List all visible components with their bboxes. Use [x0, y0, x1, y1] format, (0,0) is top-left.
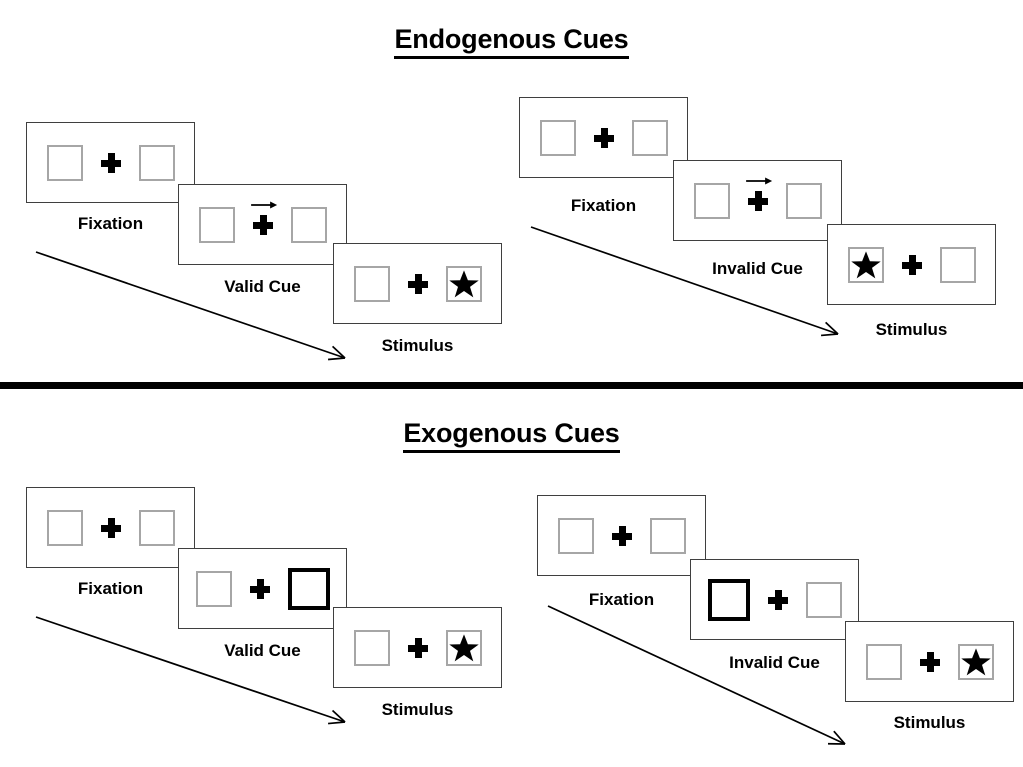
- stage-label-endogenous-valid-cue: Valid Cue: [224, 277, 301, 296]
- trial-frame-contents: [353, 265, 482, 302]
- trial-frame-endogenous-invalid-fixation: [519, 97, 688, 178]
- trial-frame-contents: [557, 517, 686, 554]
- right-placeholder-box: [785, 182, 822, 219]
- left-placeholder-box-cued: [707, 578, 750, 621]
- left-placeholder-box: [539, 119, 576, 156]
- fixation-cross-icon: [249, 578, 270, 599]
- trial-frame-contents: [865, 643, 994, 680]
- fixation-cross-icon: [250, 201, 277, 235]
- left-placeholder-box: [557, 517, 594, 554]
- left-placeholder-box: [46, 509, 83, 546]
- star-target-icon: [448, 633, 479, 661]
- stage-label-endogenous-valid-stimulus: Stimulus: [381, 336, 454, 355]
- stage-label-endogenous-invalid-cue: Invalid Cue: [712, 259, 803, 278]
- trial-frame-exogenous-invalid-cue: [690, 559, 859, 640]
- stage-label-exogenous-valid-cue: Valid Cue: [224, 641, 301, 660]
- time-flow-arrow-exogenous-invalid: [547, 605, 846, 745]
- trial-frame-contents: [693, 177, 822, 219]
- section-title-endogenous: Endogenous Cues: [0, 24, 1023, 59]
- trial-frame-exogenous-invalid-fixation: [537, 495, 706, 576]
- right-placeholder-box: [939, 246, 976, 283]
- trial-frame-endogenous-valid-cue: [178, 184, 347, 265]
- left-placeholder-box: [353, 629, 390, 666]
- left-placeholder-box: [46, 144, 83, 181]
- stage-label-endogenous-invalid-fixation: Fixation: [570, 196, 637, 215]
- left-placeholder-box: [693, 182, 730, 219]
- trial-frame-contents: [847, 246, 976, 283]
- fixation-cross-icon: [767, 589, 788, 610]
- fixation-cross-icon: [745, 177, 772, 211]
- time-flow-arrow-endogenous-invalid: [530, 226, 839, 337]
- trial-frame-exogenous-valid-fixation: [26, 487, 195, 568]
- trial-frame-endogenous-valid-stimulus: [333, 243, 502, 324]
- stage-label-exogenous-invalid-cue: Invalid Cue: [729, 653, 820, 672]
- left-placeholder-box: [195, 570, 232, 607]
- fixation-cross-icon: [100, 517, 121, 538]
- section-title-text: Exogenous Cues: [403, 418, 620, 453]
- right-placeholder-box: [649, 517, 686, 554]
- fixation-cross-icon: [901, 254, 922, 275]
- stage-label-exogenous-valid-fixation: Fixation: [77, 579, 144, 598]
- trial-frame-exogenous-valid-cue: [178, 548, 347, 629]
- star-target-icon: [448, 269, 479, 297]
- stage-label-exogenous-invalid-fixation: Fixation: [588, 590, 655, 609]
- fixation-cross-icon: [919, 651, 940, 672]
- fixation-cross-icon: [100, 152, 121, 173]
- section-divider: [0, 382, 1023, 389]
- arrow-cue-right-icon: [250, 201, 277, 208]
- trial-frame-contents: [539, 119, 668, 156]
- time-flow-arrow-exogenous-valid: [35, 616, 346, 725]
- stage-label-exogenous-valid-stimulus: Stimulus: [381, 700, 454, 719]
- left-placeholder-box: [847, 246, 884, 283]
- fixation-cross-icon: [407, 273, 428, 294]
- arrow-cue-right-icon: [745, 177, 772, 184]
- trial-frame-contents: [46, 509, 175, 546]
- section-title-exogenous: Exogenous Cues: [0, 418, 1023, 453]
- right-placeholder-box: [445, 629, 482, 666]
- trial-frame-endogenous-invalid-stimulus: [827, 224, 996, 305]
- left-placeholder-box: [865, 643, 902, 680]
- trial-frame-contents: [353, 629, 482, 666]
- star-target-icon: [960, 647, 991, 675]
- trial-frame-contents: [198, 201, 327, 243]
- right-placeholder-box: [957, 643, 994, 680]
- trial-frame-contents: [195, 567, 330, 610]
- right-placeholder-box: [445, 265, 482, 302]
- fixation-cross-icon: [593, 127, 614, 148]
- right-placeholder-box: [138, 144, 175, 181]
- stage-label-endogenous-valid-fixation: Fixation: [77, 214, 144, 233]
- left-placeholder-box: [353, 265, 390, 302]
- time-flow-arrow-endogenous-valid: [35, 251, 346, 361]
- right-placeholder-box: [290, 206, 327, 243]
- stage-label-exogenous-invalid-stimulus: Stimulus: [893, 713, 966, 732]
- section-title-text: Endogenous Cues: [394, 24, 629, 59]
- trial-frame-exogenous-invalid-stimulus: [845, 621, 1014, 702]
- right-placeholder-box-cued: [287, 567, 330, 610]
- stage-label-endogenous-invalid-stimulus: Stimulus: [875, 320, 948, 339]
- fixation-cross-icon: [611, 525, 632, 546]
- right-placeholder-box: [805, 581, 842, 618]
- left-placeholder-box: [198, 206, 235, 243]
- trial-frame-endogenous-valid-fixation: [26, 122, 195, 203]
- trial-frame-contents: [46, 144, 175, 181]
- trial-frame-contents: [707, 578, 842, 621]
- star-target-icon: [850, 250, 881, 278]
- right-placeholder-box: [138, 509, 175, 546]
- right-placeholder-box: [631, 119, 668, 156]
- trial-frame-exogenous-valid-stimulus: [333, 607, 502, 688]
- fixation-cross-icon: [407, 637, 428, 658]
- trial-frame-endogenous-invalid-cue: [673, 160, 842, 241]
